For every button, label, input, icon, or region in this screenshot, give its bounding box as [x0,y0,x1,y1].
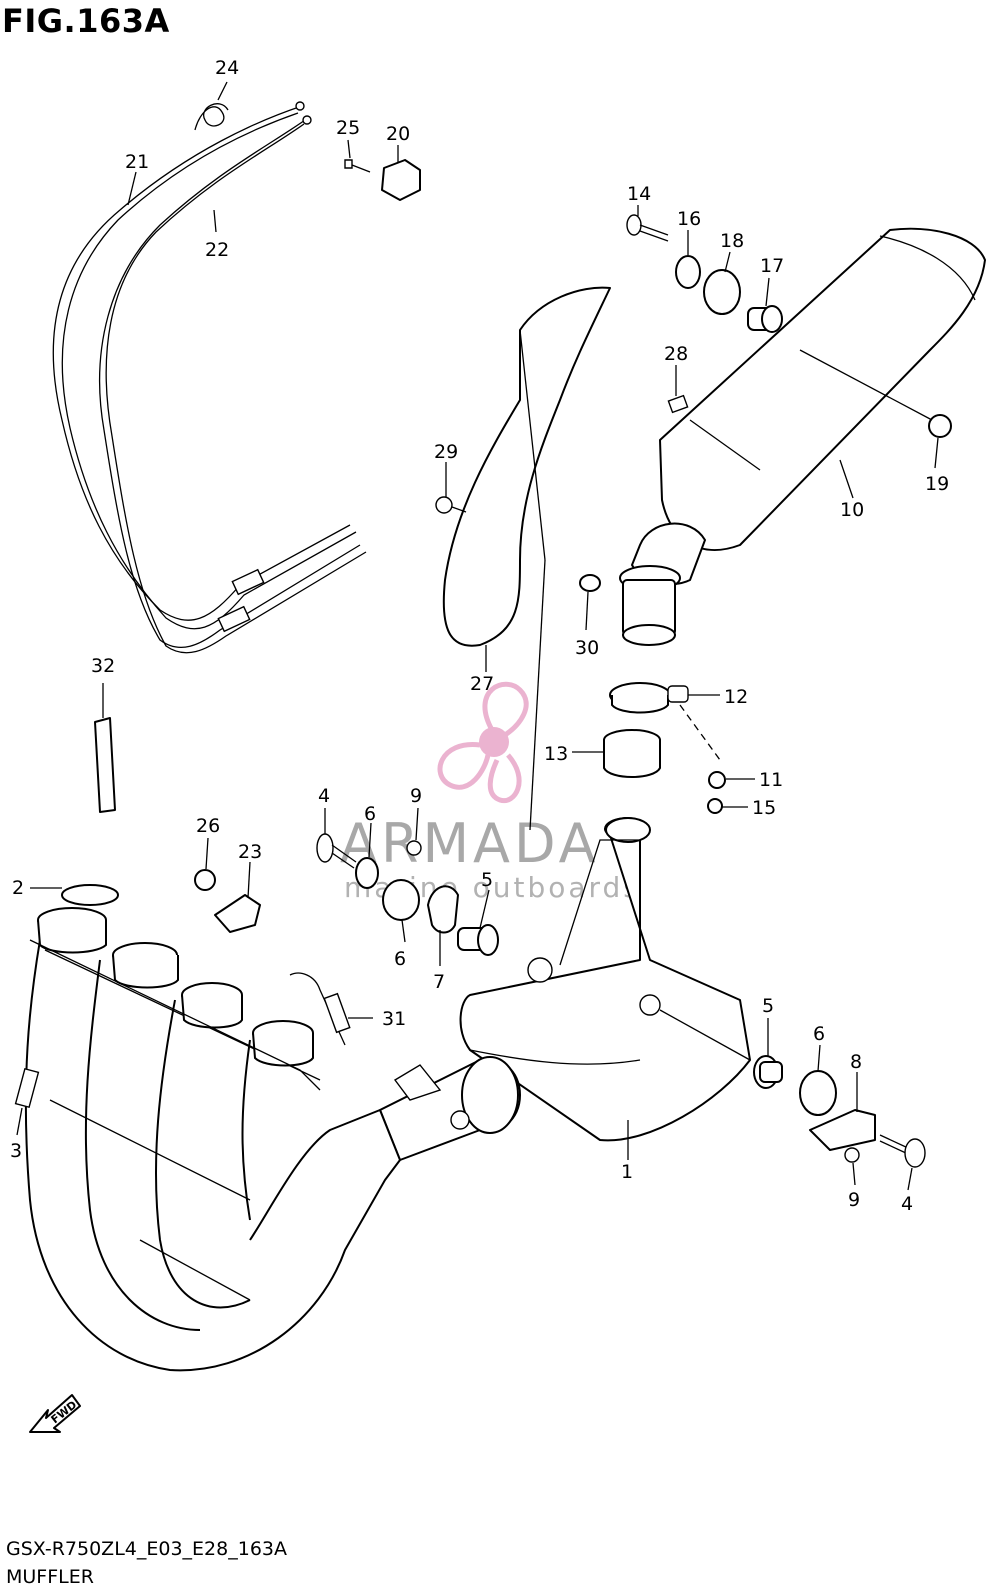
callout-26: 26 [196,815,220,837]
bolt-11 [708,771,726,789]
bolt-4-lower [879,1134,926,1168]
callout-4-upper: 4 [318,785,330,807]
callout-8: 8 [850,1051,862,1073]
callout-27: 27 [470,673,494,695]
model-code: GSX-R750ZL4_E03_E28_163A [6,1538,287,1560]
clamp-12 [609,682,689,714]
mount-bolt-14 [626,214,669,242]
grommet-6-lower [799,1070,837,1116]
callout-5-upper: 5 [481,869,493,891]
callout-6-lower: 6 [813,1023,825,1045]
clip-28 [667,394,689,414]
washer-6-upper [355,857,379,889]
link-pipe [379,1056,521,1161]
callout-4-lower: 4 [901,1193,913,1215]
callout-15: 15 [752,797,776,819]
callout-10: 10 [840,499,864,521]
heat-shield-27 [442,286,611,647]
bolt-3 [14,1067,40,1109]
callout-22: 22 [205,239,229,261]
figure-title: FIG.163A [2,2,170,40]
callout-1: 1 [621,1161,633,1183]
callout-6-mid: 6 [394,948,406,970]
o2-sensor-31 [289,972,346,1046]
callout-19: 19 [925,473,949,495]
bolt-9-upper [406,840,422,856]
leader-lines [16,81,939,1191]
bolt-9-lower [844,1147,860,1163]
grommet-18 [703,269,741,315]
exhaust-valve-cables [52,101,367,654]
bracket-23 [214,894,261,933]
exhaust-header [24,907,401,1372]
callout-30: 30 [575,637,599,659]
callout-5-lower: 5 [762,995,774,1017]
exhaust-chamber-1 [459,817,751,1142]
strap-32 [94,717,116,813]
collar-5-lower [753,1055,783,1089]
callout-28: 28 [664,343,688,365]
callout-17: 17 [760,255,784,277]
callout-6-upper: 6 [364,803,376,825]
callout-32: 32 [91,655,115,677]
callout-2: 2 [12,877,24,899]
nut-26 [194,869,216,891]
callout-13: 13 [544,743,568,765]
washer-16 [675,255,701,289]
bolt-29 [435,496,453,514]
callout-numbers: 24 25 20 21 22 14 16 18 17 28 29 19 10 3… [10,57,949,1215]
callout-16: 16 [677,208,701,230]
callout-12: 12 [724,686,748,708]
callout-29: 29 [434,441,458,463]
bracket-7 [427,885,459,934]
callout-21: 21 [125,151,149,173]
callout-23: 23 [238,841,262,863]
section-name: MUFFLER [6,1566,94,1588]
callout-7: 7 [433,971,445,993]
callout-3: 3 [10,1140,22,1162]
watermark-brand: ARMADA [340,812,600,875]
bolt-4-upper [316,833,357,869]
pulley-cover-20 [381,159,421,201]
silencer-10 [619,227,986,646]
gasket-13 [603,729,661,778]
callout-9-lower: 9 [848,1189,860,1211]
bracket-8 [809,1109,876,1151]
propeller-logo-icon [437,681,529,804]
fwd-arrow-icon: FWD [29,1394,81,1433]
collar-17 [747,305,783,333]
nut-19 [928,414,952,438]
callout-24: 24 [215,57,239,79]
grommet-6-mid [382,879,420,921]
bolt-25 [344,159,371,173]
callout-11: 11 [759,769,783,791]
callout-9-upper: 9 [410,785,422,807]
callout-25: 25 [336,117,360,139]
cable-clip-24 [194,103,229,131]
gasket-2 [61,884,119,906]
bolt-15 [707,798,723,814]
collar-5-upper [457,924,499,956]
callout-14: 14 [627,183,651,205]
callout-18: 18 [720,230,744,252]
callout-20: 20 [386,123,410,145]
washer-30 [579,574,601,592]
callout-31: 31 [382,1008,406,1030]
